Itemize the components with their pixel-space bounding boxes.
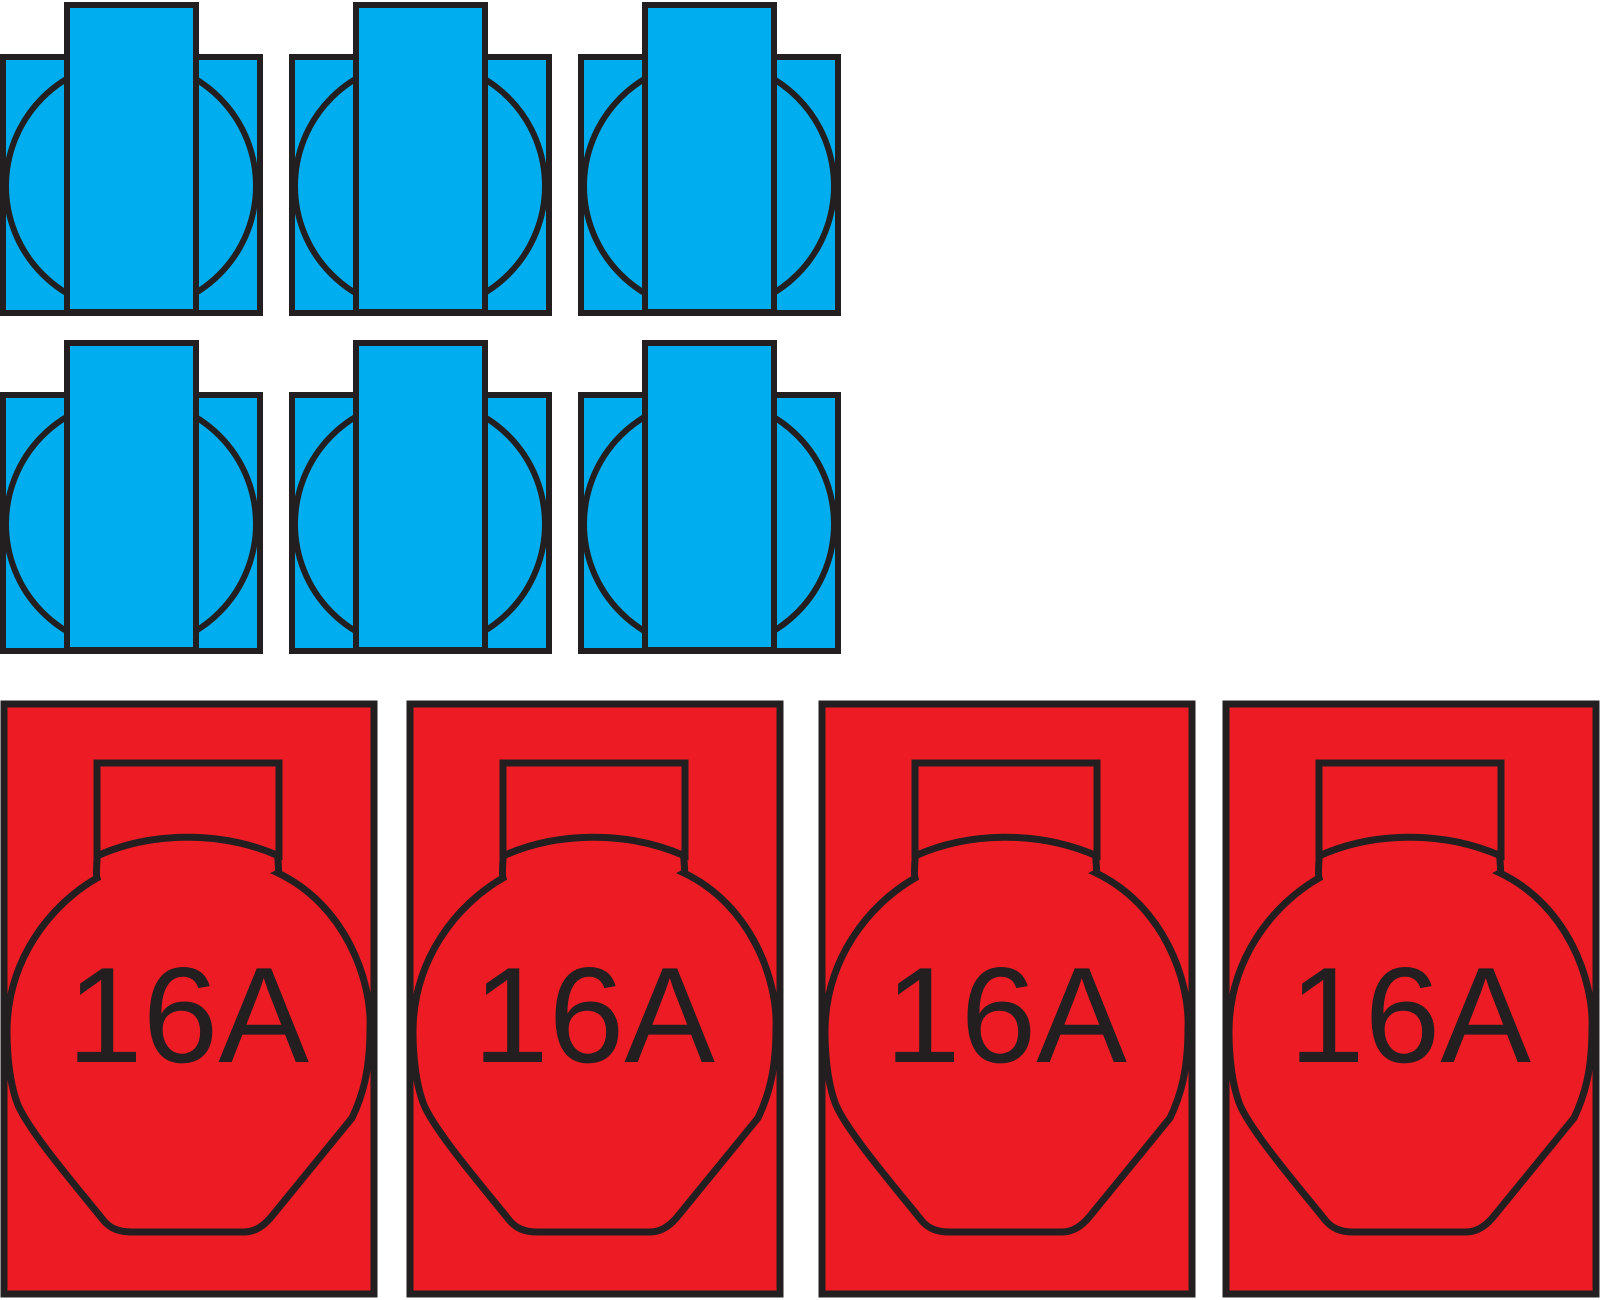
schuko-lid xyxy=(353,340,488,653)
schuko-socket-icon xyxy=(578,2,841,316)
cee-socket-body xyxy=(821,759,1192,1236)
schuko-socket-icon xyxy=(0,340,263,654)
cee-16a-socket-icon: 16A xyxy=(0,700,378,1298)
cee-socket-body xyxy=(1225,759,1596,1236)
schuko-lid xyxy=(642,2,777,315)
schuko-lid xyxy=(642,340,777,653)
cee-16a-socket-icon: 16A xyxy=(1222,700,1600,1298)
schuko-lid xyxy=(353,2,488,315)
schuko-socket-icon xyxy=(0,2,263,316)
cee-lid-edge xyxy=(501,833,687,860)
cee-lid-edge xyxy=(913,833,1099,860)
schuko-lid xyxy=(64,2,199,315)
schuko-socket-icon xyxy=(578,340,841,654)
cee-rating-label: 16A xyxy=(885,939,1127,1091)
cee-socket-group: 16A 16A 16A 16A xyxy=(0,700,1600,1298)
cee-socket-body xyxy=(3,759,374,1236)
cee-16a-socket-icon: 16A xyxy=(406,700,784,1298)
cee-rating-label: 16A xyxy=(67,939,309,1091)
cee-rating-label: 16A xyxy=(473,939,715,1091)
cee-16a-socket-icon: 16A xyxy=(818,700,1196,1298)
schuko-lid xyxy=(64,340,199,653)
schuko-socket-icon xyxy=(289,2,552,316)
schuko-socket-icon xyxy=(289,340,552,654)
cee-lid-edge xyxy=(1317,833,1503,860)
cee-lid-edge xyxy=(95,833,281,860)
cee-rating-label: 16A xyxy=(1289,939,1531,1091)
schuko-socket-group xyxy=(0,2,841,654)
cee-socket-body xyxy=(409,759,780,1236)
